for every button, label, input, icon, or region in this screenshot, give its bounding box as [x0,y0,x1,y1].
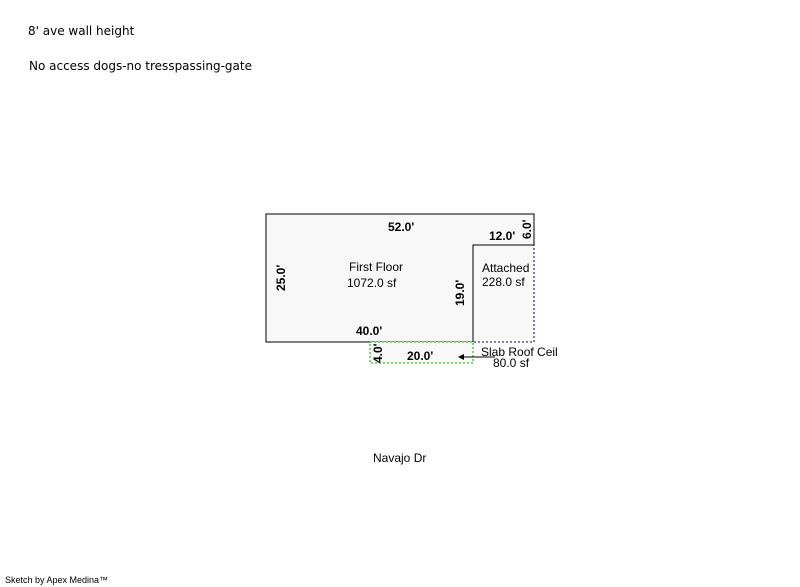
wall-height-note: 8' ave wall height [28,24,135,38]
street-name: Navajo Dr [373,451,427,465]
sketch-credit: Sketch by Apex Medina™ [5,575,109,585]
dim-attached-top: 12.0' [489,229,515,243]
slab-name: Slab Roof Ceil [481,345,558,359]
access-note: No access dogs-no tresspassing-gate [29,59,252,73]
dim-attached-right: 6.0' [520,219,534,239]
dim-inner-vertical: 19.0' [453,280,467,306]
dim-slab-height: 4.0' [371,343,385,363]
slab-area: 80.0 sf [493,356,530,370]
attached-outline [472,244,535,343]
slab-label-arrowhead [458,354,464,360]
slab-outline [369,341,474,364]
dim-slab-width: 20.0' [407,349,433,363]
attached-name: Attached [482,261,529,275]
dim-top: 52.0' [388,220,414,234]
first-floor-name: First Floor [349,260,403,274]
attached-area: 228.0 sf [482,275,525,289]
dim-left: 25.0' [274,265,288,291]
dim-bottom: 40.0' [356,324,382,338]
first-floor-area: 1072.0 sf [347,276,397,290]
